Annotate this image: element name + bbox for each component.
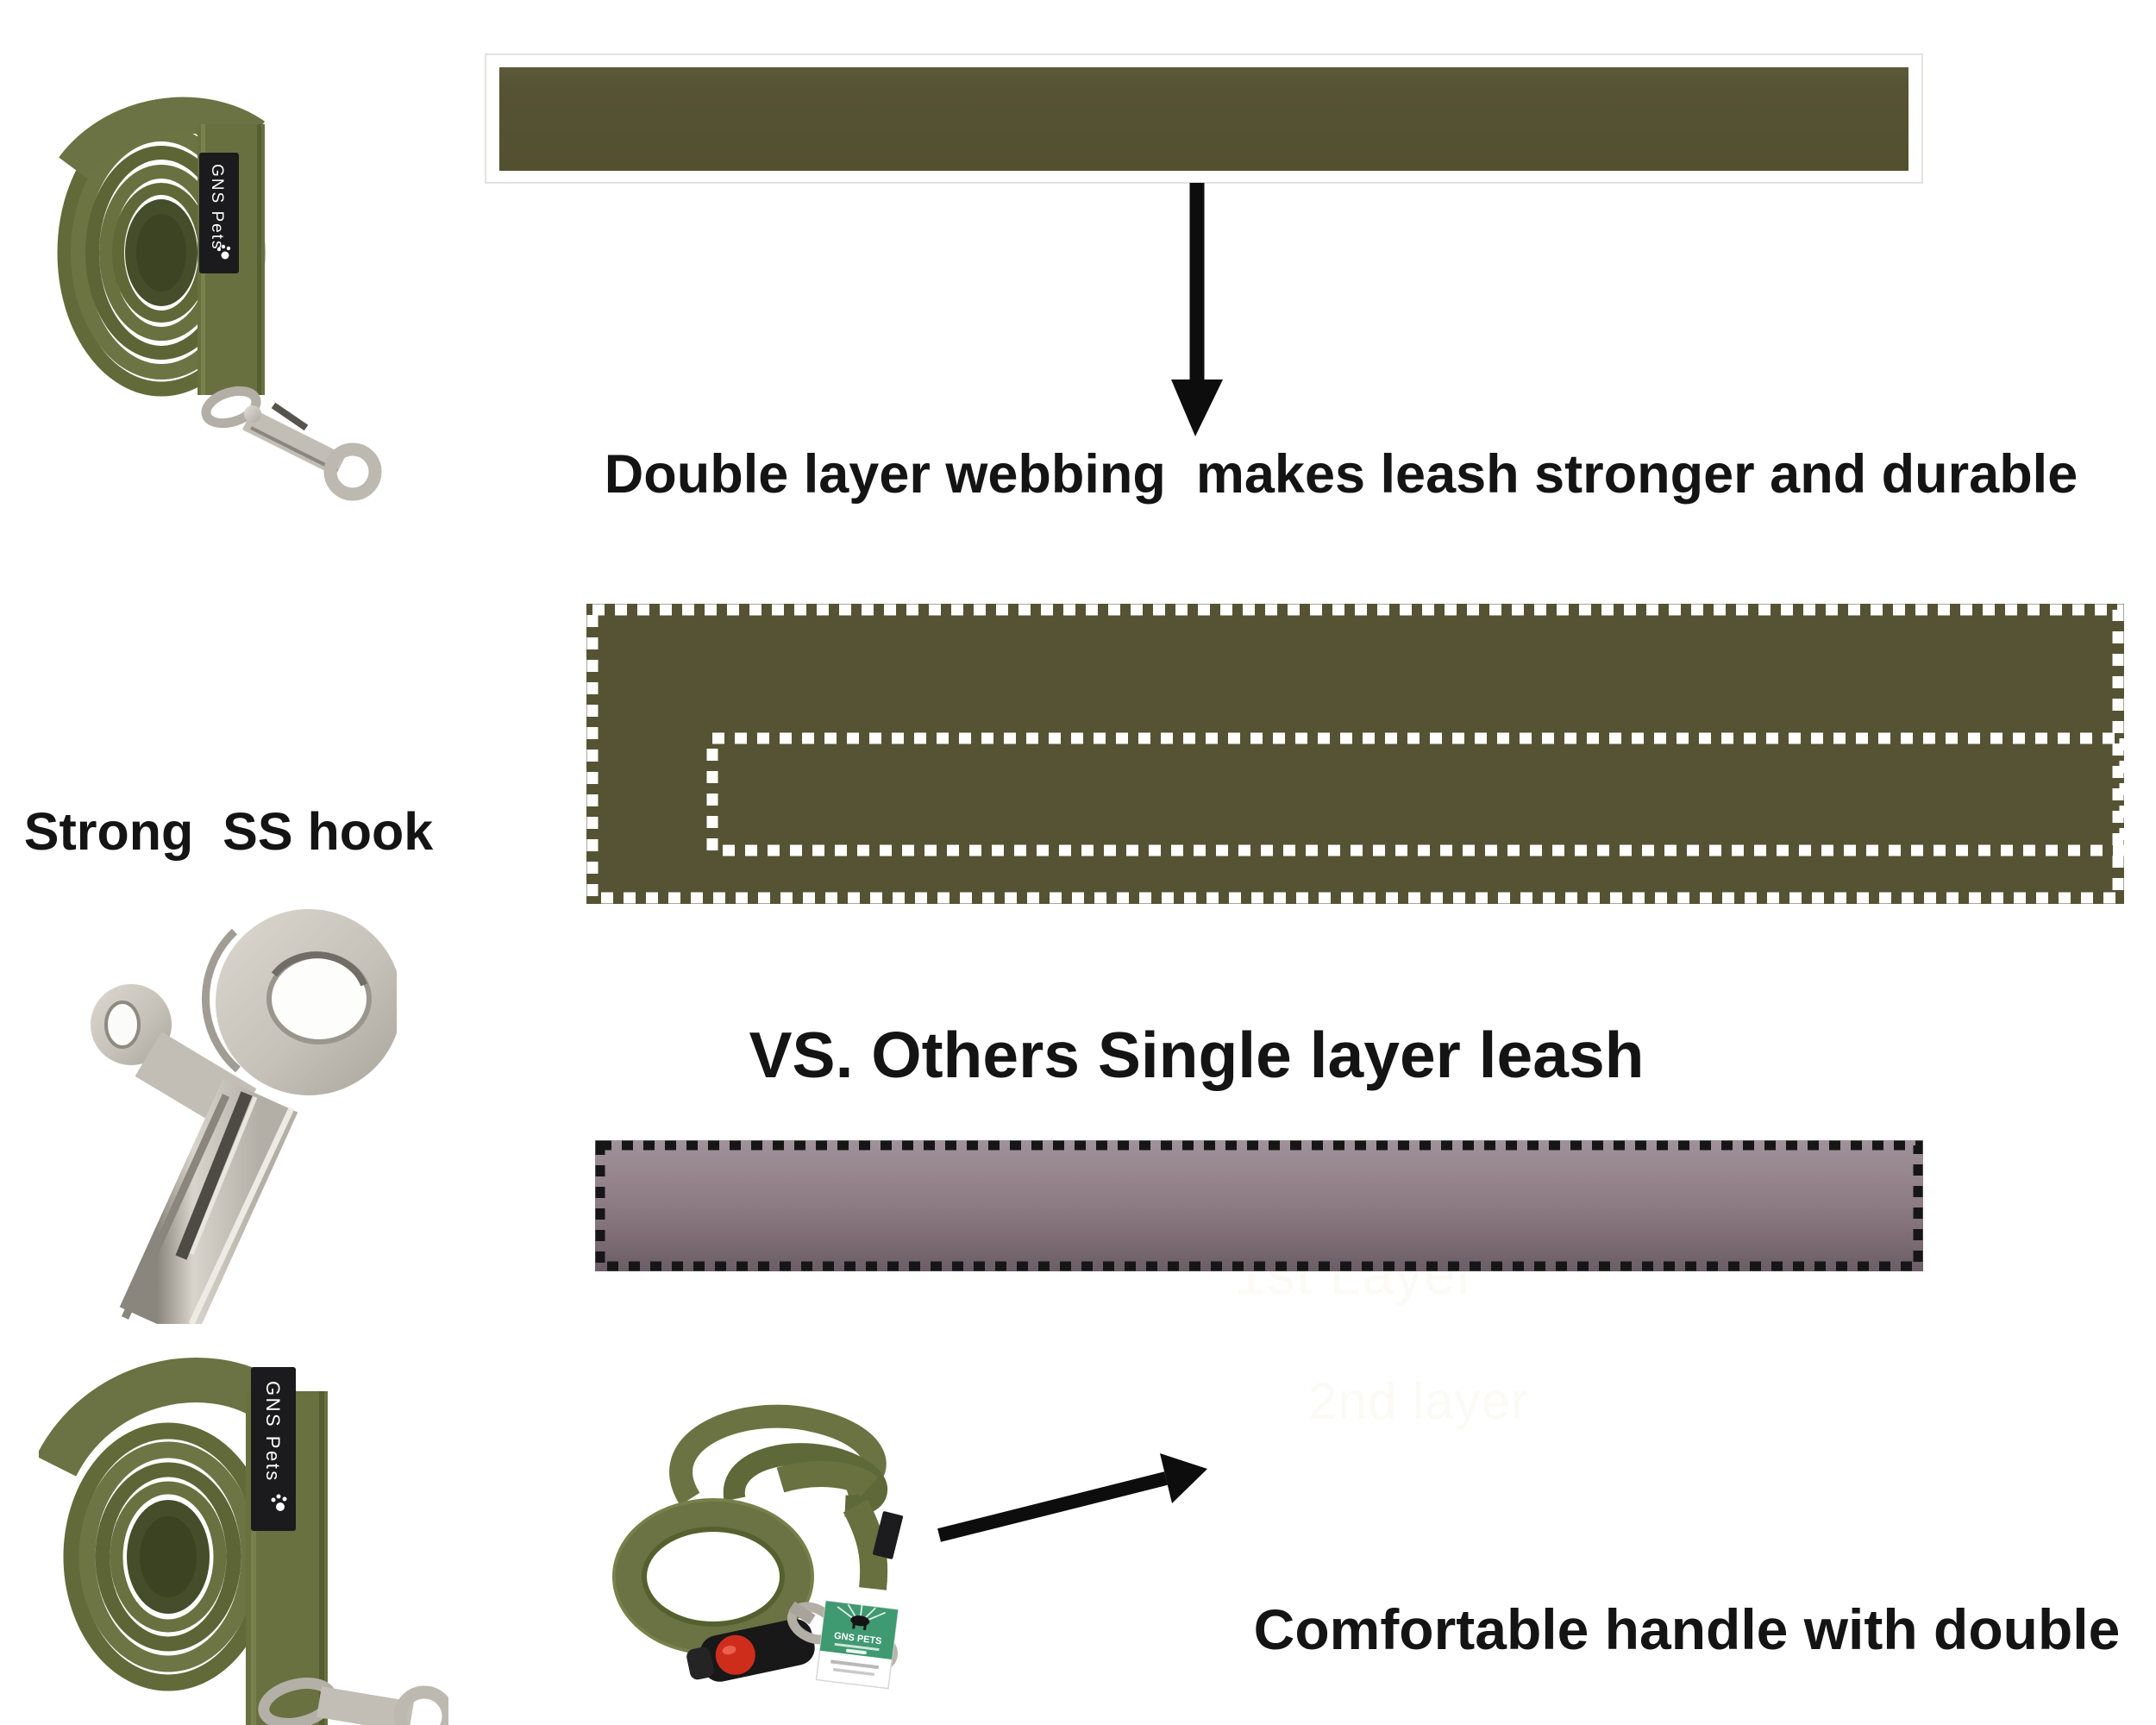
leash-strap	[843, 1499, 888, 1590]
snap-hook-small-top	[201, 386, 382, 501]
snap-hook-small-bottom	[258, 1678, 448, 1725]
leash-handle-loop	[669, 1404, 887, 1517]
leash-strap-arc	[39, 1358, 283, 1477]
leash-brand-tag-top: GNS Pets	[199, 153, 239, 273]
arrow-down-icon	[1171, 183, 1223, 436]
webbing-strip-photo	[485, 53, 1923, 184]
bone-icon	[845, 1648, 867, 1655]
leash-coil	[63, 1422, 273, 1691]
leash-tag-text-bottom: GNS Pets	[262, 1381, 284, 1483]
first-layer-box	[586, 604, 2124, 904]
leash-coil-photo-bottom: GNS Pets	[39, 1358, 448, 1725]
hang-tag: GNS PETS	[815, 1600, 899, 1690]
single-layer-diagram: 1st Layer	[595, 1140, 1923, 1271]
paw-icon	[216, 244, 231, 260]
leash-mini-tag	[873, 1511, 904, 1559]
collar-buckle	[686, 1618, 815, 1682]
vs-single-layer-caption: VS. Others Single layer leash	[749, 1019, 1645, 1091]
hook-gate	[175, 1091, 253, 1260]
paw-icon	[271, 1494, 287, 1511]
dog-silhouette-icon	[850, 1615, 870, 1627]
strong-hook-caption: Strong SS hook	[23, 802, 434, 861]
buckle-red-button	[715, 1634, 755, 1675]
second-layer-dashed-border	[706, 732, 2131, 856]
single-layer-dashed-border	[595, 1140, 1923, 1271]
leash-brand-tag-bottom: GNS Pets	[251, 1367, 296, 1531]
hook-closeup-photo	[91, 909, 397, 1324]
leash-coil-photo-top: GNS Pets	[57, 97, 382, 501]
first-layer-dashed-border	[586, 604, 2124, 904]
arrow-right-icon	[937, 1453, 1207, 1542]
leash-tag-text-top: GNS Pets	[208, 164, 226, 250]
single-layer-box	[595, 1140, 1923, 1271]
collar-leash-set-photo: GNS PETS	[612, 1404, 904, 1690]
double-layer-caption: Double layer webbing makes leash stronge…	[604, 444, 2078, 505]
double-layer-diagram: 1st Layer 2nd layer	[586, 604, 2131, 1430]
comfortable-handle-caption: Comfortable handle with double layer web…	[1218, 1425, 2156, 1725]
comfortable-handle-line1: Comfortable handle with double	[1253, 1597, 2121, 1661]
webbing-strip	[499, 67, 1908, 171]
